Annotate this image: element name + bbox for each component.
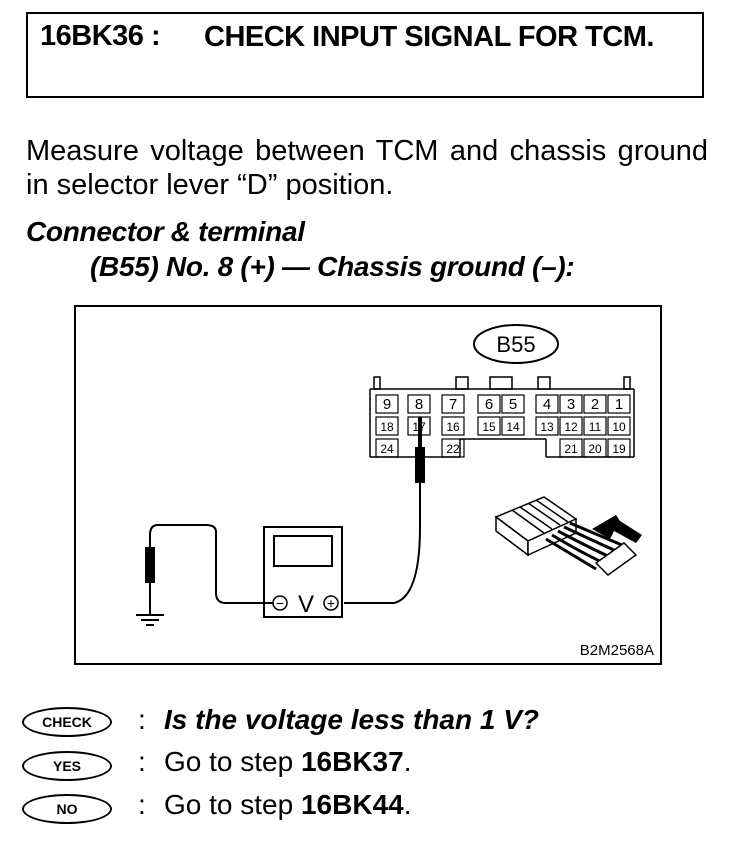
voltmeter-symbol: V <box>298 591 314 618</box>
pin-cell <box>441 416 465 436</box>
positive-lead <box>344 526 421 604</box>
yes-colon: : <box>138 746 146 777</box>
check-colon: : <box>138 704 146 735</box>
pin-cell <box>559 416 583 436</box>
pin-cell <box>535 394 559 414</box>
connector-heading: Connector & terminal <box>26 216 305 247</box>
pin-label: 12 <box>564 420 578 434</box>
pin-label: 20 <box>588 442 602 456</box>
pin-cell <box>535 416 559 436</box>
pin-cell <box>583 416 607 436</box>
pin-label: 6 <box>485 396 493 413</box>
check-badge: CHECK <box>22 707 112 737</box>
no-answer: Go to step 16BK44. <box>164 789 411 821</box>
pin-cell <box>441 394 465 414</box>
yes-badge: YES <box>22 751 112 781</box>
pin-label: 3 <box>567 396 575 413</box>
pin-label: 4 <box>543 396 551 413</box>
voltmeter-minus: − <box>276 595 284 611</box>
yes-answer: Go to step 16BK37. <box>164 746 411 778</box>
connector-label-oval <box>473 324 559 364</box>
pin-label: 14 <box>506 420 520 434</box>
pin-label: 15 <box>482 420 496 434</box>
negative-lead <box>149 524 273 604</box>
connector-plug-icon <box>494 496 638 576</box>
no-step: 16BK44 <box>300 789 404 820</box>
connector-detail: (B55) No. 8 (+) — Chassis ground (–): <box>90 251 575 282</box>
no-suffix: . <box>403 789 412 820</box>
ground-symbol-icon <box>136 614 164 626</box>
no-prefix: Go to step <box>164 789 301 820</box>
probe-icon <box>415 417 425 527</box>
wiring-figure: B55 987654321181716151413121110242221201… <box>74 305 662 665</box>
pin-label: 8 <box>415 396 423 413</box>
pin-cell <box>375 438 399 458</box>
connector-label: B55 <box>496 332 535 357</box>
pin-label: 22 <box>446 442 460 456</box>
pin-cell <box>501 394 525 414</box>
pin-label: 13 <box>540 420 554 434</box>
pin-cell <box>477 416 501 436</box>
pin-cell <box>375 416 399 436</box>
pin-cell <box>559 438 583 458</box>
pin-label: 9 <box>383 396 391 413</box>
no-colon: : <box>138 789 146 820</box>
ground-probe <box>145 547 155 615</box>
pin-label: 24 <box>380 442 394 456</box>
step-title: CHECK INPUT SIGNAL FOR TCM. <box>204 21 654 53</box>
pin-label: 19 <box>612 442 626 456</box>
pin-cell <box>607 416 631 436</box>
pin-label: 21 <box>564 442 578 456</box>
pin-cell <box>407 394 431 414</box>
pin-label: 18 <box>380 420 394 434</box>
instruction-text: Measure voltage between TCM and chassis … <box>26 135 708 201</box>
step-code: 16BK36 : <box>40 20 161 52</box>
pin-cell <box>559 394 583 414</box>
pin-label: 16 <box>446 420 460 434</box>
yes-suffix: . <box>403 746 412 777</box>
pin-cell <box>375 394 399 414</box>
pin-label: 11 <box>589 420 602 434</box>
pin-label: 1 <box>615 396 623 413</box>
pin-label: 5 <box>509 396 517 413</box>
yes-prefix: Go to step <box>164 746 301 777</box>
pin-label: 10 <box>612 420 626 434</box>
pin-cell <box>607 438 631 458</box>
pin-label: 2 <box>591 396 599 413</box>
yes-step: 16BK37 <box>300 746 404 777</box>
pin-cell <box>607 394 631 414</box>
pin-cell <box>583 394 607 414</box>
voltmeter-plus: + <box>327 595 335 611</box>
pin-cell <box>501 416 525 436</box>
check-question-text: Is the voltage less than 1 V? <box>164 704 540 735</box>
step-header: 16BK36 : CHECK INPUT SIGNAL FOR TCM. <box>26 12 704 98</box>
pin-cell <box>583 438 607 458</box>
pin-cell <box>441 438 465 458</box>
pin-cell <box>477 394 501 414</box>
arrow-icon <box>587 514 642 543</box>
figure-id: B2M2568A <box>580 642 654 659</box>
connector-pins: 9876543211817161514131211102422212019 <box>375 394 631 458</box>
check-question: Is the voltage less than 1 V? <box>164 704 539 736</box>
pin-label: 7 <box>449 396 457 413</box>
no-badge: NO <box>22 794 112 824</box>
